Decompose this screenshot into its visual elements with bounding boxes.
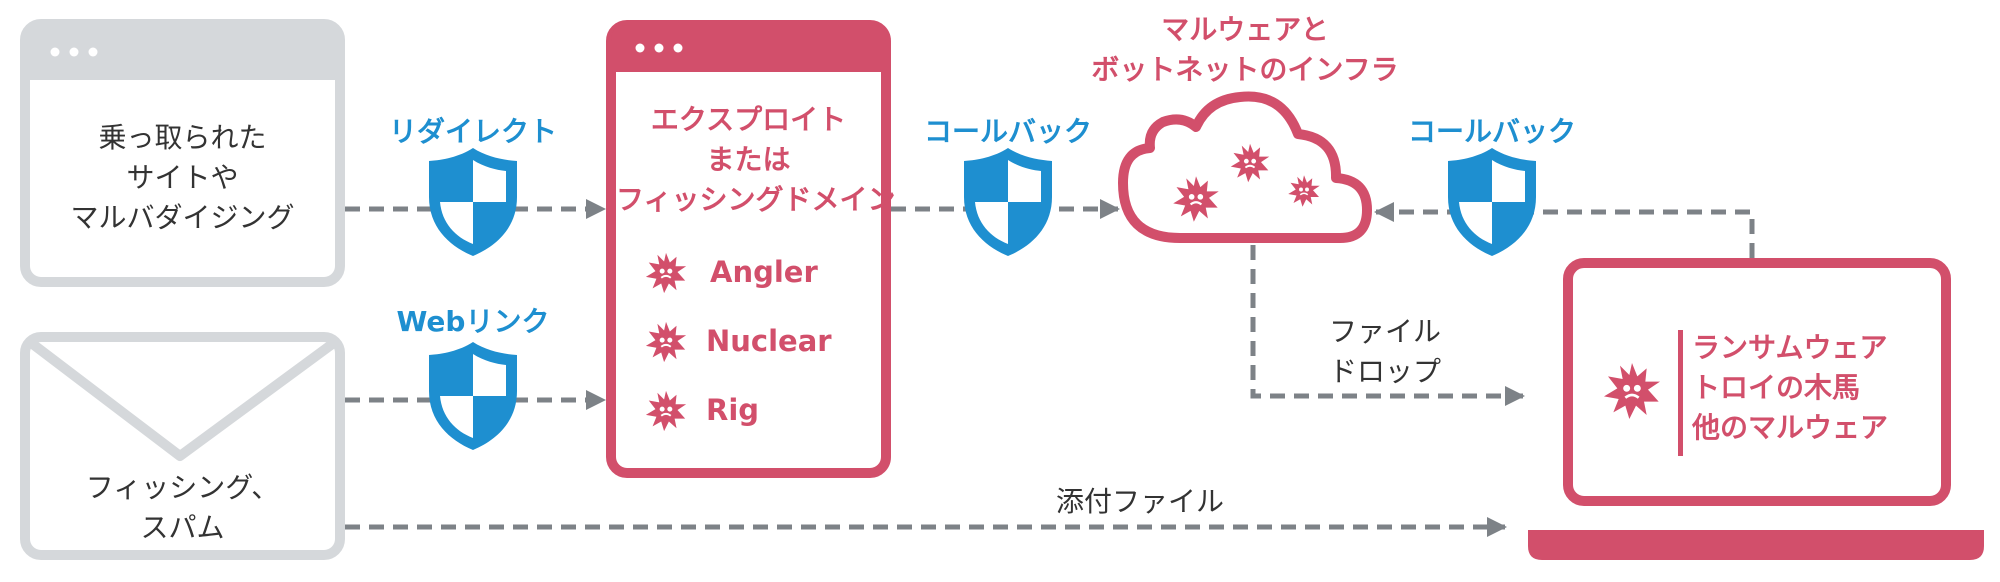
hijacked-site-label: 乗っ取られた サイトや マルバダイジング — [70, 121, 295, 234]
web-link-label: Webリンク — [396, 305, 550, 338]
redirect-label: リダイレクト — [388, 115, 557, 148]
callback-label-1: コールバック — [923, 115, 1092, 148]
shield-icon — [429, 148, 517, 256]
shield-icon — [964, 148, 1052, 256]
phishing-spam-label: フィッシング、 スパム — [85, 471, 280, 544]
exploit-domain-window — [606, 20, 891, 478]
connector-lines — [345, 199, 1755, 537]
file-drop-label: ファイル ドロップ — [1328, 315, 1441, 388]
exploit-domain-title: エクスプロイト または フィッシングドメイン — [616, 103, 896, 216]
victim-payloads: ランサムウェア トロイの木馬 他のマルウェア — [1692, 331, 1889, 444]
laptop-icon — [1528, 258, 1984, 560]
shield-icon — [429, 342, 517, 450]
shield-icon — [1448, 148, 1536, 256]
infrastructure-title: マルウェアと ボットネットのインフラ — [1091, 13, 1399, 86]
exploit-kit-rig: Rig — [706, 393, 760, 427]
exploit-kit-nuclear: Nuclear — [706, 324, 832, 358]
hijacked-site-window — [20, 19, 345, 287]
attachment-label: 添付ファイル — [1055, 485, 1224, 518]
callback-label-2: コールバック — [1407, 115, 1576, 148]
envelope-icon — [20, 332, 345, 560]
exploit-kit-angler: Angler — [710, 255, 818, 289]
